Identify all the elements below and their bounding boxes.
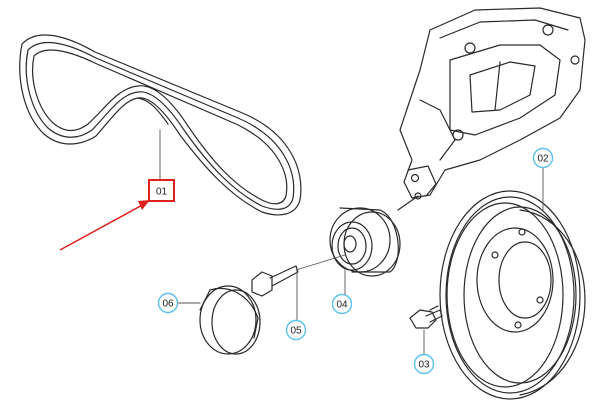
callout-06-label: 06 [162,299,174,310]
callout-05[interactable]: 05 [285,319,307,341]
callout-03[interactable]: 03 [413,353,435,375]
crankshaft-pulley [439,190,586,400]
callout-01[interactable]: 01 [148,179,175,202]
leader-lines [159,129,544,357]
drive-belt [19,34,302,216]
callout-06[interactable]: 06 [157,292,179,314]
idler-pulley [329,207,401,277]
idler-bolt [251,265,299,297]
callout-02-label: 02 [537,154,549,165]
callout-02[interactable]: 02 [532,147,554,169]
callout-04-label: 04 [336,300,348,311]
callout-03-label: 03 [418,360,430,371]
pulley-cap [199,285,261,355]
highlight-arrow [59,200,150,251]
callout-05-label: 05 [290,326,302,337]
mounting-bracket [397,7,586,211]
callout-04[interactable]: 04 [331,293,353,315]
pulley-bolt [409,305,443,329]
callout-01-label: 01 [156,187,168,198]
